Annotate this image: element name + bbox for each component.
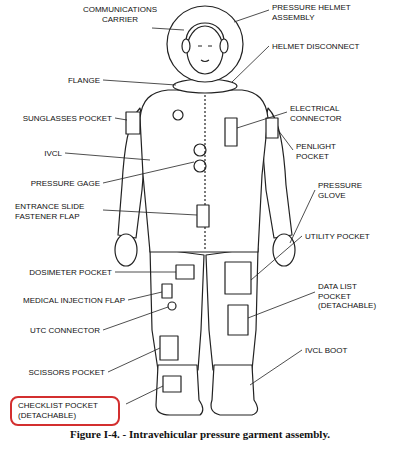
left-glove	[115, 234, 137, 266]
pressure-gage	[194, 144, 206, 156]
part-label: ENTRANCE SLIDE FASTENER FLAP	[15, 202, 100, 221]
part-label: HELMET DISCONNECT	[272, 42, 359, 52]
head	[187, 26, 223, 74]
scissors-pocket	[160, 336, 178, 360]
leader-line	[103, 162, 194, 183]
leader-line	[103, 80, 176, 85]
callout-text: CHECKLIST POCKET (DETACHABLE)	[18, 401, 112, 420]
leader-line	[248, 292, 315, 318]
part-label: PRESSURE HELMET ASSEMBLY	[272, 3, 360, 22]
part-label: ELECTRICAL CONNECTOR	[290, 104, 352, 123]
right-boot	[211, 365, 258, 415]
leader-line	[65, 153, 150, 160]
leader-line	[278, 130, 293, 150]
dosimeter-pocket	[176, 265, 194, 279]
suit-figure	[115, 6, 295, 415]
electrical-connector	[225, 118, 237, 146]
callout-box: CHECKLIST POCKET (DETACHABLE)	[10, 396, 120, 426]
right-leg	[206, 248, 258, 370]
part-label: MEDICAL INJECTION FLAP	[23, 296, 125, 306]
part-label: PRESSURE GLOVE	[318, 181, 373, 200]
pressure-gage	[194, 160, 206, 172]
figure-caption: Figure I-4. - Intravehicular pressure ga…	[0, 428, 400, 440]
left-leg	[150, 248, 204, 370]
part-label: PRESSURE GAGE	[31, 179, 100, 189]
leader-line	[115, 118, 127, 120]
leader-line	[126, 386, 163, 404]
checklist-pocket	[163, 376, 181, 392]
comm-cap	[186, 23, 224, 44]
utility-pocket	[225, 262, 251, 294]
leader-line	[237, 112, 287, 128]
leader-line	[108, 348, 160, 372]
part-label: UTILITY POCKET	[305, 232, 370, 242]
right-arm	[262, 108, 292, 238]
utc-connector	[168, 302, 176, 310]
leader-line	[103, 210, 197, 215]
part-label: IVCL BOOT	[305, 346, 347, 356]
leader-line	[234, 10, 269, 22]
leader-line	[103, 307, 168, 330]
part-label: IVCL	[44, 149, 62, 159]
sunglasses-pocket	[126, 112, 140, 134]
face-lines	[198, 46, 212, 62]
part-label: FLANGE	[68, 76, 100, 86]
leader-line	[152, 28, 184, 30]
earcup	[220, 39, 228, 53]
part-label: PENLIGHT POCKET	[296, 142, 346, 161]
torso	[140, 90, 268, 252]
part-label: COMMUNICATIONS CARRIER	[70, 5, 170, 24]
leader-lines	[65, 10, 315, 404]
helmet-bubble	[167, 6, 243, 82]
earcup	[182, 39, 190, 53]
part-label: SUNGLASSES POCKET	[23, 114, 112, 124]
leader-line	[128, 292, 162, 300]
penlight-pocket	[266, 118, 278, 138]
part-label: SCISSORS POCKET	[29, 368, 105, 378]
shoulder-patch	[173, 110, 183, 120]
injection-flap	[162, 284, 172, 298]
left-boot	[156, 365, 203, 415]
leader-line	[251, 236, 302, 280]
leader-line	[115, 272, 176, 273]
part-label: DATA LIST POCKET (DETACHABLE)	[318, 282, 380, 311]
leader-line	[250, 350, 302, 385]
part-label: UTC CONNECTOR	[30, 326, 100, 336]
part-label: DOSIMETER POCKET	[29, 268, 112, 278]
fastener-flap	[197, 205, 209, 227]
leader-line	[232, 46, 269, 82]
data-list-pocket	[228, 305, 248, 335]
